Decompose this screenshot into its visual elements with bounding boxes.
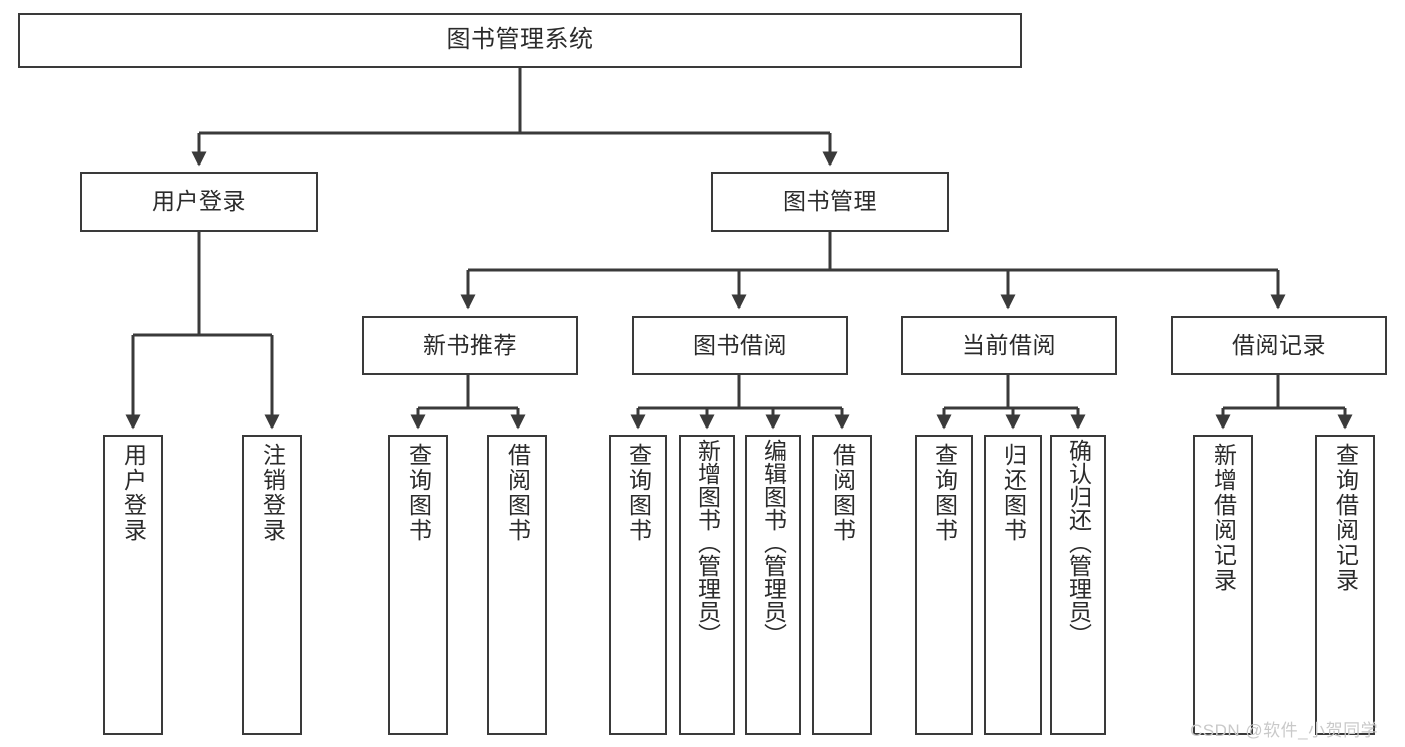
watermark-text: CSDN @软件_小贺同学 [1190, 721, 1379, 740]
node-current-borrow[interactable]: 当前借阅 [901, 316, 1117, 375]
node-label: 图书管理 [783, 188, 877, 215]
node-leaf-bb-edit-book[interactable]: 编辑图书（管理员） [745, 435, 801, 735]
node-label: 当前借阅 [962, 331, 1056, 358]
node-root-system[interactable]: 图书管理系统 [18, 13, 1022, 68]
node-label: 归还图书 [1000, 443, 1027, 543]
node-label: 新增图书（管理员） [694, 439, 721, 646]
node-leaf-cb-query-book[interactable]: 查询图书 [915, 435, 973, 735]
node-label: 查询借阅记录 [1332, 443, 1359, 593]
node-label: 新书推荐 [423, 331, 517, 358]
node-label: 借阅图书 [504, 443, 531, 543]
node-label: 新增借阅记录 [1210, 443, 1237, 593]
node-user-login[interactable]: 用户登录 [80, 172, 318, 232]
node-borrow-record[interactable]: 借阅记录 [1171, 316, 1387, 375]
node-label: 编辑图书（管理员） [760, 439, 787, 646]
node-label: 借阅记录 [1232, 331, 1326, 358]
node-label: 图书管理系统 [446, 26, 594, 54]
node-label: 借阅图书 [829, 443, 856, 543]
node-label: 确认归还（管理员） [1065, 439, 1092, 646]
node-leaf-br-query-record[interactable]: 查询借阅记录 [1315, 435, 1375, 735]
node-leaf-bb-borrow-book[interactable]: 借阅图书 [812, 435, 872, 735]
node-label: 查询图书 [931, 443, 958, 543]
node-leaf-cb-confirm-return[interactable]: 确认归还（管理员） [1050, 435, 1106, 735]
node-label: 注销登录 [259, 443, 286, 543]
node-label: 用户登录 [120, 443, 147, 543]
node-label: 查询图书 [625, 443, 652, 543]
node-leaf-rec-borrow-book[interactable]: 借阅图书 [487, 435, 547, 735]
node-leaf-user-login[interactable]: 用户登录 [103, 435, 163, 735]
node-leaf-cb-return-book[interactable]: 归还图书 [984, 435, 1042, 735]
node-new-book-rec[interactable]: 新书推荐 [362, 316, 578, 375]
node-leaf-br-add-record[interactable]: 新增借阅记录 [1193, 435, 1253, 735]
node-label: 用户登录 [152, 188, 246, 215]
node-leaf-bb-add-book[interactable]: 新增图书（管理员） [679, 435, 735, 735]
node-leaf-rec-query-book[interactable]: 查询图书 [388, 435, 448, 735]
node-leaf-bb-query-book[interactable]: 查询图书 [609, 435, 667, 735]
node-leaf-logout[interactable]: 注销登录 [242, 435, 302, 735]
node-book-borrow[interactable]: 图书借阅 [632, 316, 848, 375]
node-book-manage[interactable]: 图书管理 [711, 172, 949, 232]
node-label: 图书借阅 [693, 331, 787, 358]
node-label: 查询图书 [405, 443, 432, 543]
